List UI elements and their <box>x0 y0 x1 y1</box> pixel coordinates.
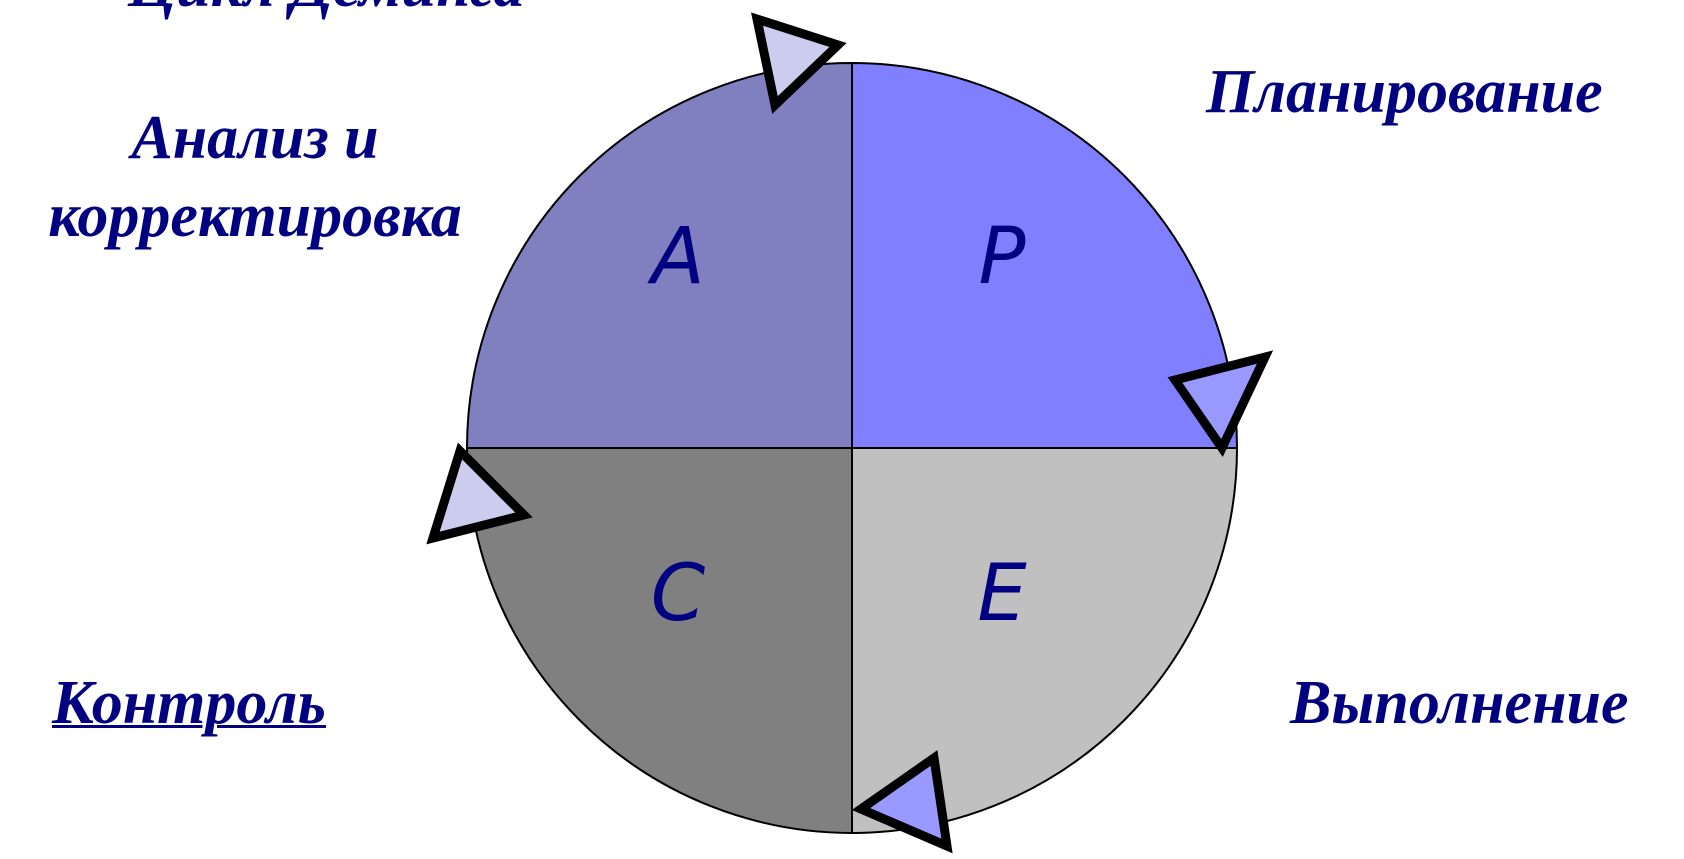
caption-analysis: Анализ и корректировка <box>12 100 498 255</box>
quadrant-letter-e: E <box>977 549 1027 639</box>
caption-analysis-line2: корректировка <box>48 181 462 250</box>
arrow-triangle-icon <box>851 750 953 854</box>
quadrant-letter-p: P <box>978 212 1025 302</box>
quadrant-c <box>465 447 853 835</box>
diagram-title: Цикл Деминга <box>128 0 524 26</box>
arrow-triangle-icon <box>1167 350 1274 457</box>
caption-execution: Выполнение <box>1290 669 1629 737</box>
caption-planning: Планирование <box>1206 58 1603 126</box>
arrow-triangle-icon <box>751 12 847 114</box>
arrow-triangle-icon <box>426 442 533 545</box>
quadrant-letter-a: A <box>646 212 704 302</box>
caption-analysis-line1: Анализ и <box>131 104 379 172</box>
quadrant-letter-c: C <box>651 549 706 639</box>
caption-control: Контроль <box>52 669 326 737</box>
